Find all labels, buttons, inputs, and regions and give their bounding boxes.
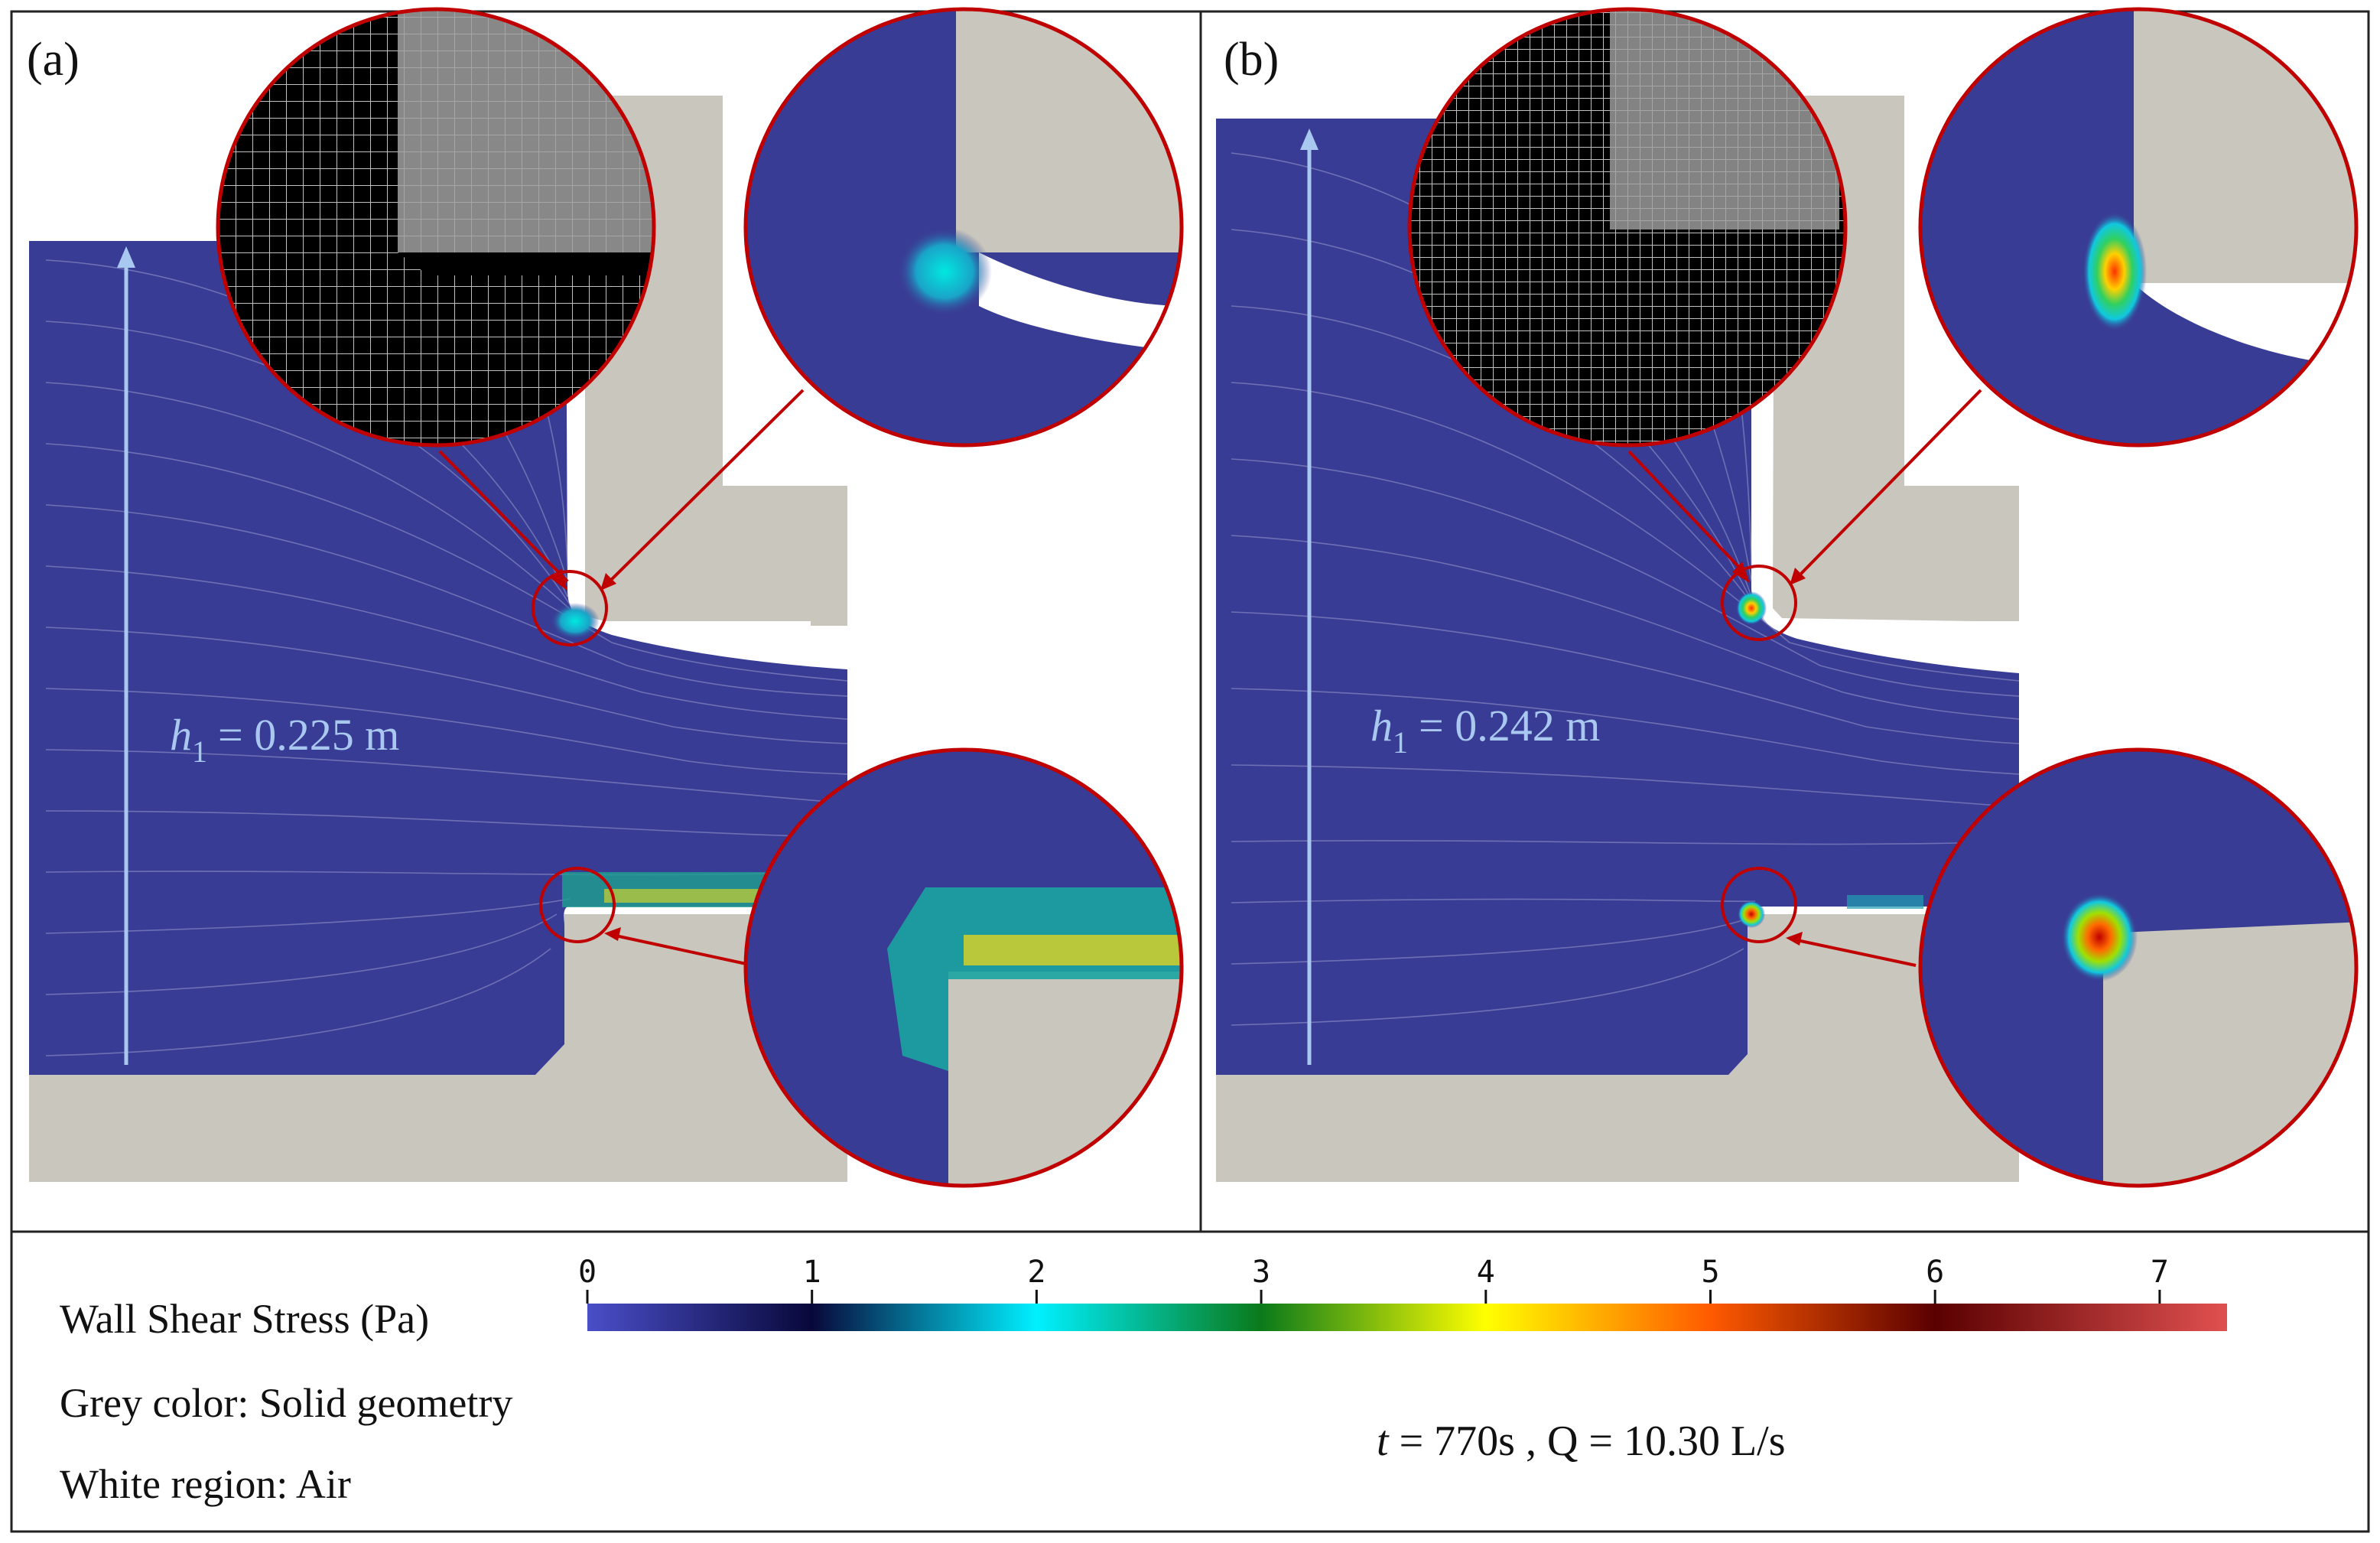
colorbar-title: Wall Shear Stress (Pa) bbox=[60, 1296, 429, 1342]
colorbar-tick-label: 5 bbox=[1701, 1255, 1719, 1290]
colorbar-tick-label: 1 bbox=[803, 1255, 821, 1290]
solid-geometry bbox=[29, 914, 847, 1182]
water-region bbox=[29, 241, 847, 1075]
zoom-mesh-border bbox=[1407, 7, 1848, 448]
panel-a: h1= 0.225 m (a) bbox=[27, 7, 1184, 1188]
callout-arrow bbox=[438, 450, 569, 583]
streamlines bbox=[45, 244, 848, 1056]
depth-marker-arrowhead bbox=[117, 246, 135, 268]
shear-hotspot bbox=[1738, 900, 1765, 928]
arrowhead bbox=[604, 927, 621, 941]
arrowhead bbox=[1790, 568, 1806, 585]
colorbar-ticks: 0 1 2 3 4 5 6 7 bbox=[578, 1255, 2169, 1304]
zoom-upper-corner bbox=[746, 9, 1182, 445]
zoom-upper-border bbox=[743, 7, 1184, 448]
zoom-lower-border bbox=[743, 747, 1184, 1188]
callout-arrow bbox=[1793, 938, 1917, 967]
note-air: White region: Air bbox=[60, 1461, 351, 1507]
arrowhead bbox=[1732, 562, 1750, 583]
callout-circle bbox=[1721, 565, 1797, 641]
zoom-lower-corner bbox=[746, 750, 1182, 1186]
zoom-lower-border bbox=[1918, 747, 2359, 1188]
panel-label: (b) bbox=[1224, 34, 1279, 86]
colorbar-tick-label: 7 bbox=[2151, 1255, 2169, 1290]
zoom-upper-corner bbox=[1920, 9, 2356, 445]
shear-hotspot bbox=[551, 603, 600, 640]
note-solid: Grey color: Solid geometry bbox=[60, 1380, 512, 1426]
callout-arrow bbox=[1796, 389, 1982, 579]
zoom-mesh bbox=[218, 9, 654, 445]
figure-border bbox=[10, 10, 2370, 1533]
arrowhead bbox=[1786, 932, 1803, 946]
colorbar-tick-label: 6 bbox=[1926, 1255, 1944, 1290]
colorbar bbox=[587, 1304, 2227, 1331]
panel-label: (a) bbox=[27, 34, 80, 86]
legend: Wall Shear Stress (Pa) Grey color: Solid… bbox=[60, 1255, 2227, 1507]
colorbar-tick-label: 2 bbox=[1027, 1255, 1045, 1290]
colorbar-tick-label: 4 bbox=[1477, 1255, 1495, 1290]
colorbar-tick-label: 3 bbox=[1252, 1255, 1270, 1290]
depth-marker-arrowhead bbox=[1300, 129, 1318, 150]
callout-arrow bbox=[611, 933, 754, 967]
depth-label: h1= 0.225 m bbox=[170, 710, 399, 769]
colorbar-tick-label: 0 bbox=[578, 1255, 597, 1290]
callout-circle bbox=[532, 570, 608, 646]
depth-label: h1= 0.242 m bbox=[1370, 701, 1600, 760]
solid-geometry bbox=[1216, 914, 2019, 1182]
shear-band bbox=[604, 889, 772, 903]
arrowhead bbox=[551, 568, 567, 591]
condition-text: t = 770s , Q = 10.30 L/s bbox=[1377, 1418, 1786, 1465]
callout-arrow bbox=[1627, 450, 1747, 575]
zoom-upper-border bbox=[1918, 7, 2359, 448]
water-region bbox=[1216, 119, 2019, 1075]
shear-hotspot bbox=[1736, 591, 1767, 625]
zoom-mesh-border bbox=[216, 7, 656, 448]
shear-band bbox=[1847, 895, 1923, 909]
panel-b: h1= 0.242 m (b) bbox=[1216, 7, 2359, 1188]
callout-circle bbox=[1721, 867, 1797, 943]
callout-circle bbox=[539, 867, 616, 943]
callout-arrow bbox=[606, 389, 805, 584]
arrowhead bbox=[600, 573, 616, 591]
